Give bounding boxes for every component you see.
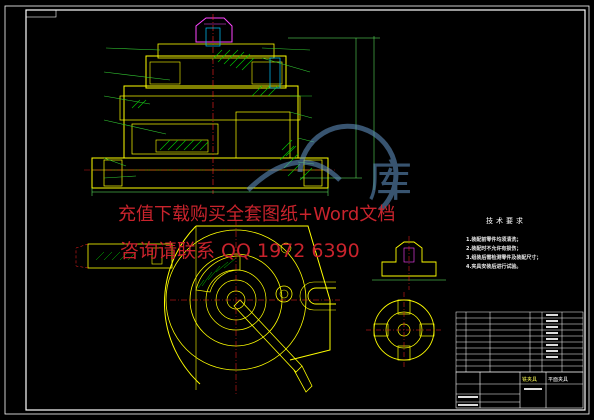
title-block-label: 铣夹具 <box>522 377 538 383</box>
inner-frame <box>25 9 586 411</box>
parts-list-text <box>458 314 558 406</box>
outer-frame <box>4 5 590 415</box>
workpiece-section-view <box>372 236 446 290</box>
title-block <box>455 371 584 409</box>
technical-note-1: 1.装配前零件均须清洗； <box>466 237 522 243</box>
u-slot <box>307 287 336 305</box>
watermark-logo-glyph: 库 <box>368 156 412 207</box>
technical-note-3: 3.组装后需检测零件及装配尺寸； <box>466 255 542 261</box>
technical-requirements-title: 技术要求 <box>486 217 526 225</box>
drawing-name: 平面夹具 <box>548 377 569 383</box>
technical-note-2: 2.装配时不允许有损伤； <box>466 246 522 252</box>
section-hatching <box>131 49 313 181</box>
dimension-lines <box>91 36 380 196</box>
round-part-view <box>366 292 442 368</box>
drawing-number-box <box>25 9 57 18</box>
technical-note-4: 4.夹具安装后进行试验。 <box>466 264 522 270</box>
locating-pin <box>205 27 221 47</box>
watermark-line-1: 充值下载购买全套图纸+Word文档 <box>118 204 396 225</box>
workpiece <box>195 17 233 43</box>
watermark-line-2: 咨询请联系 QQ 1972 6390 <box>120 240 360 262</box>
leader-lines <box>103 47 315 179</box>
handle-lever <box>233 299 303 373</box>
upper-table <box>145 55 287 89</box>
plan-hatched-sector <box>195 255 241 293</box>
partial-section-view <box>75 243 173 269</box>
plan-view <box>164 220 340 395</box>
front-section-view <box>84 14 380 196</box>
parts-list-table <box>455 311 584 373</box>
clamp-body <box>123 85 299 159</box>
watermark-logo: 库 <box>246 123 412 212</box>
